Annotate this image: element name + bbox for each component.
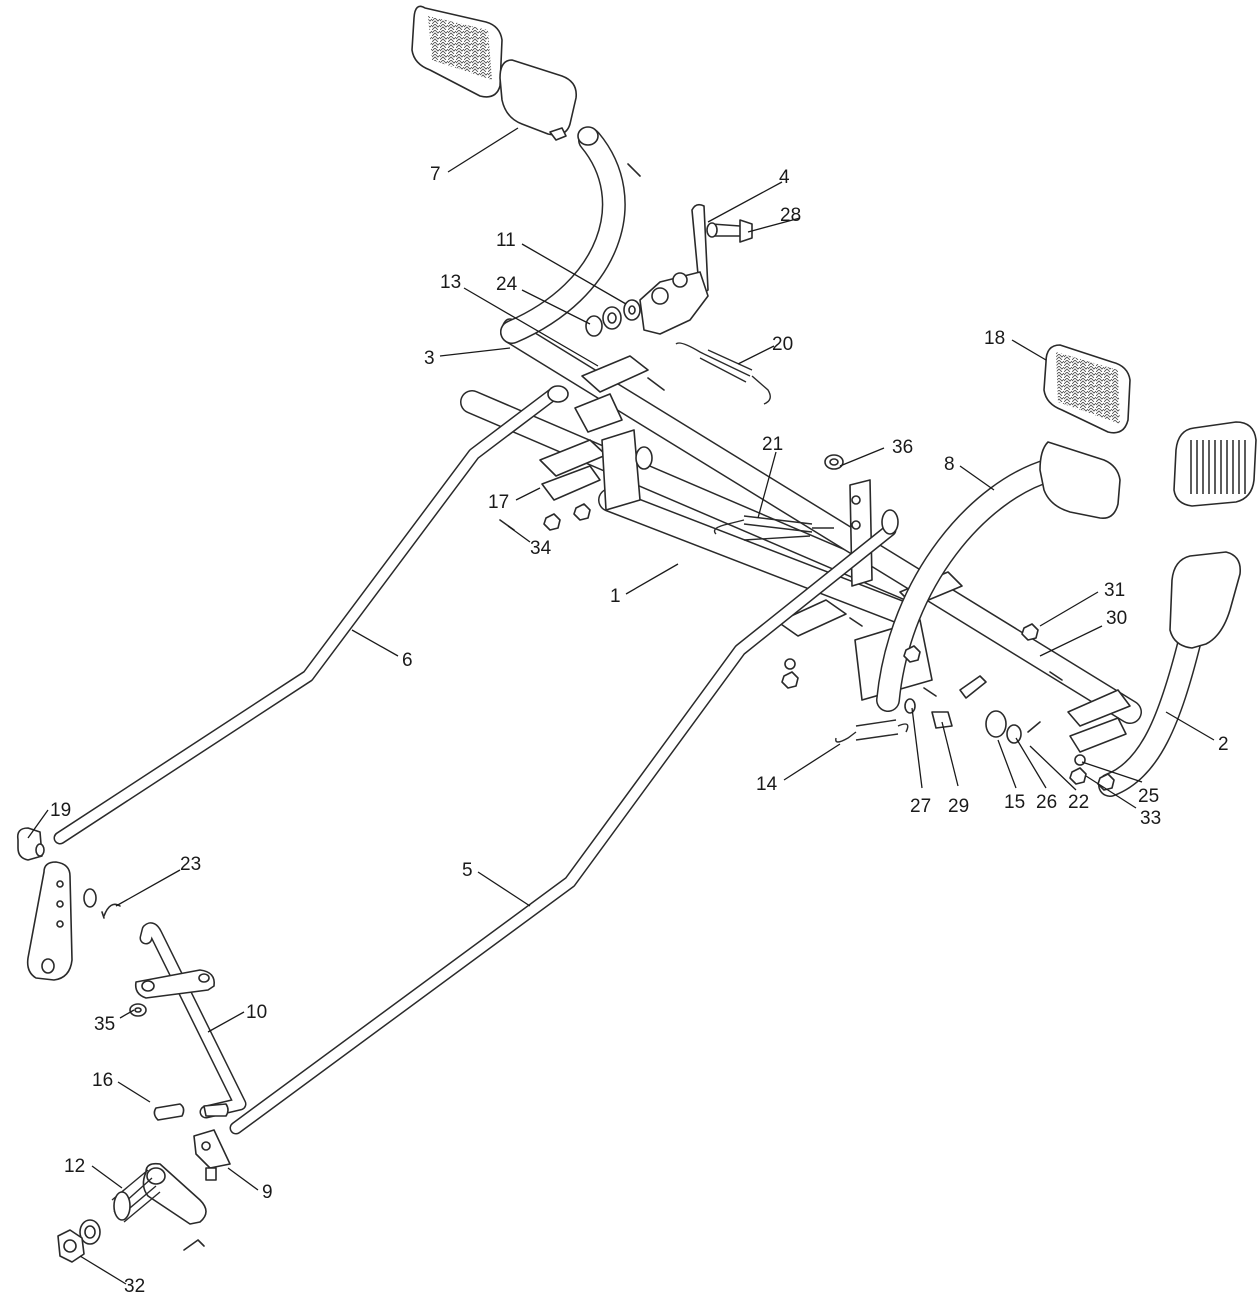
- pedal-arm-2: [1098, 551, 1242, 797]
- callout-7: 7: [430, 164, 441, 185]
- pedal-pad-ribbed: [1173, 421, 1257, 507]
- shaft-brackets: [539, 355, 1131, 753]
- callout-1: 1: [610, 586, 621, 607]
- bracket-4: [639, 203, 709, 335]
- callout-32: 32: [124, 1276, 145, 1297]
- callout-2: 2: [1218, 734, 1229, 755]
- callout-4: 4: [779, 167, 790, 188]
- pedal-arm-upper: [500, 126, 626, 344]
- bracket-9: [193, 1129, 231, 1181]
- callout-25: 25: [1138, 786, 1159, 807]
- callout-23: 23: [180, 854, 201, 875]
- link-plate-mid: [134, 969, 216, 999]
- callout-20: 20: [772, 334, 793, 355]
- callout-17: 17: [488, 492, 509, 513]
- pin-16: [153, 1103, 229, 1121]
- pedal-pad-tread-right: [1043, 344, 1131, 434]
- parts-artwork: [16, 5, 1257, 1263]
- callout-9: 9: [262, 1182, 273, 1203]
- callout-6: 6: [402, 650, 413, 671]
- callout-15: 15: [1004, 792, 1025, 813]
- springs: [675, 342, 909, 743]
- callout-3: 3: [424, 348, 435, 369]
- nuts: [543, 503, 1115, 791]
- callout-30: 30: [1106, 608, 1127, 629]
- locknut-35: [129, 1003, 147, 1017]
- callout-5: 5: [462, 860, 473, 881]
- rod-6: [53, 385, 569, 845]
- callout-19: 19: [50, 800, 71, 821]
- cross-shaft: [460, 390, 927, 624]
- callout-24: 24: [496, 274, 518, 295]
- bolt-28: [706, 219, 753, 243]
- rod-5: [229, 509, 899, 1135]
- callout-8: 8: [944, 454, 955, 475]
- cotter-23: [101, 903, 121, 919]
- callout-21: 21: [762, 434, 783, 455]
- callout-labels: 1 2 3 4 5 6 7 8 9 10 11 12 13 14 15 16 1…: [50, 164, 1229, 1297]
- callout-31: 31: [1104, 580, 1125, 601]
- spring-12-assembly: [57, 1162, 207, 1263]
- callout-10: 10: [246, 1002, 267, 1023]
- clevis-19: [16, 827, 45, 861]
- callout-33: 33: [1140, 808, 1161, 829]
- callout-27: 27: [910, 796, 931, 817]
- pedal-arm-right: [876, 441, 1121, 712]
- pins: [499, 163, 1063, 697]
- callout-11: 11: [496, 230, 516, 251]
- link-plate-left: [26, 861, 97, 981]
- callout-14: 14: [756, 774, 778, 795]
- callout-35: 35: [94, 1014, 115, 1035]
- callout-26: 26: [1036, 792, 1057, 813]
- washers-11-24: [585, 299, 641, 337]
- callout-29: 29: [948, 796, 969, 817]
- callout-16: 16: [92, 1070, 113, 1091]
- ring-36: [635, 446, 844, 470]
- leader-lines: [27, 127, 1215, 1285]
- callout-18: 18: [984, 328, 1005, 349]
- pedal-pad-7: [499, 59, 578, 141]
- callout-12: 12: [64, 1156, 85, 1177]
- callout-34: 34: [530, 538, 552, 559]
- pedal-pad-tread-top: [411, 5, 503, 98]
- callout-36: 36: [892, 437, 913, 458]
- callout-13: 13: [440, 272, 461, 293]
- callout-22: 22: [1068, 792, 1089, 813]
- rod-10: [139, 922, 247, 1119]
- bushings-15-26-27-29: [904, 675, 1041, 744]
- callout-28: 28: [780, 205, 801, 226]
